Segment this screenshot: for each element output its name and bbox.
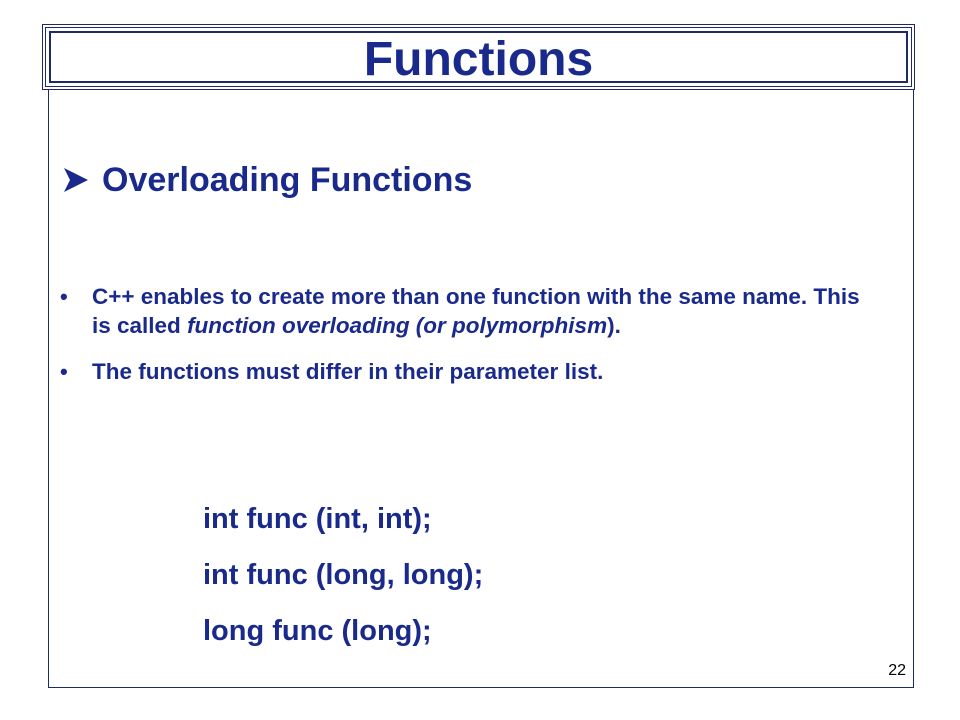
bullet-text-end: ). — [607, 313, 621, 338]
bullet-item: • C++ enables to create more than one fu… — [60, 282, 882, 340]
code-line: int func (int, int); — [203, 503, 432, 535]
section-heading: Overloading Functions — [62, 160, 472, 200]
bullet-dot-icon: • — [60, 284, 68, 309]
code-line: int func (long, long); — [203, 559, 484, 591]
code-line: long func (long); — [203, 615, 432, 647]
title-box — [42, 24, 915, 90]
bullet-text: The functions must differ in their param… — [92, 359, 604, 384]
bullet-italic-text: function overloading (or polymorphism — [187, 313, 608, 338]
slide-title: Functions — [363, 33, 594, 86]
code-example: int func (int, int); int func (long, lon… — [203, 502, 483, 670]
bullet-item: • The functions must differ in their par… — [60, 357, 882, 386]
bullet-dot-icon: • — [60, 359, 68, 384]
section-heading-text: Overloading Functions — [102, 160, 473, 199]
page-number: 22 — [888, 662, 906, 679]
bullet-text: C++ enables to create more than one func… — [92, 284, 860, 338]
bullet-list: • C++ enables to create more than one fu… — [60, 282, 882, 403]
arrow-bullet-icon — [62, 160, 92, 200]
